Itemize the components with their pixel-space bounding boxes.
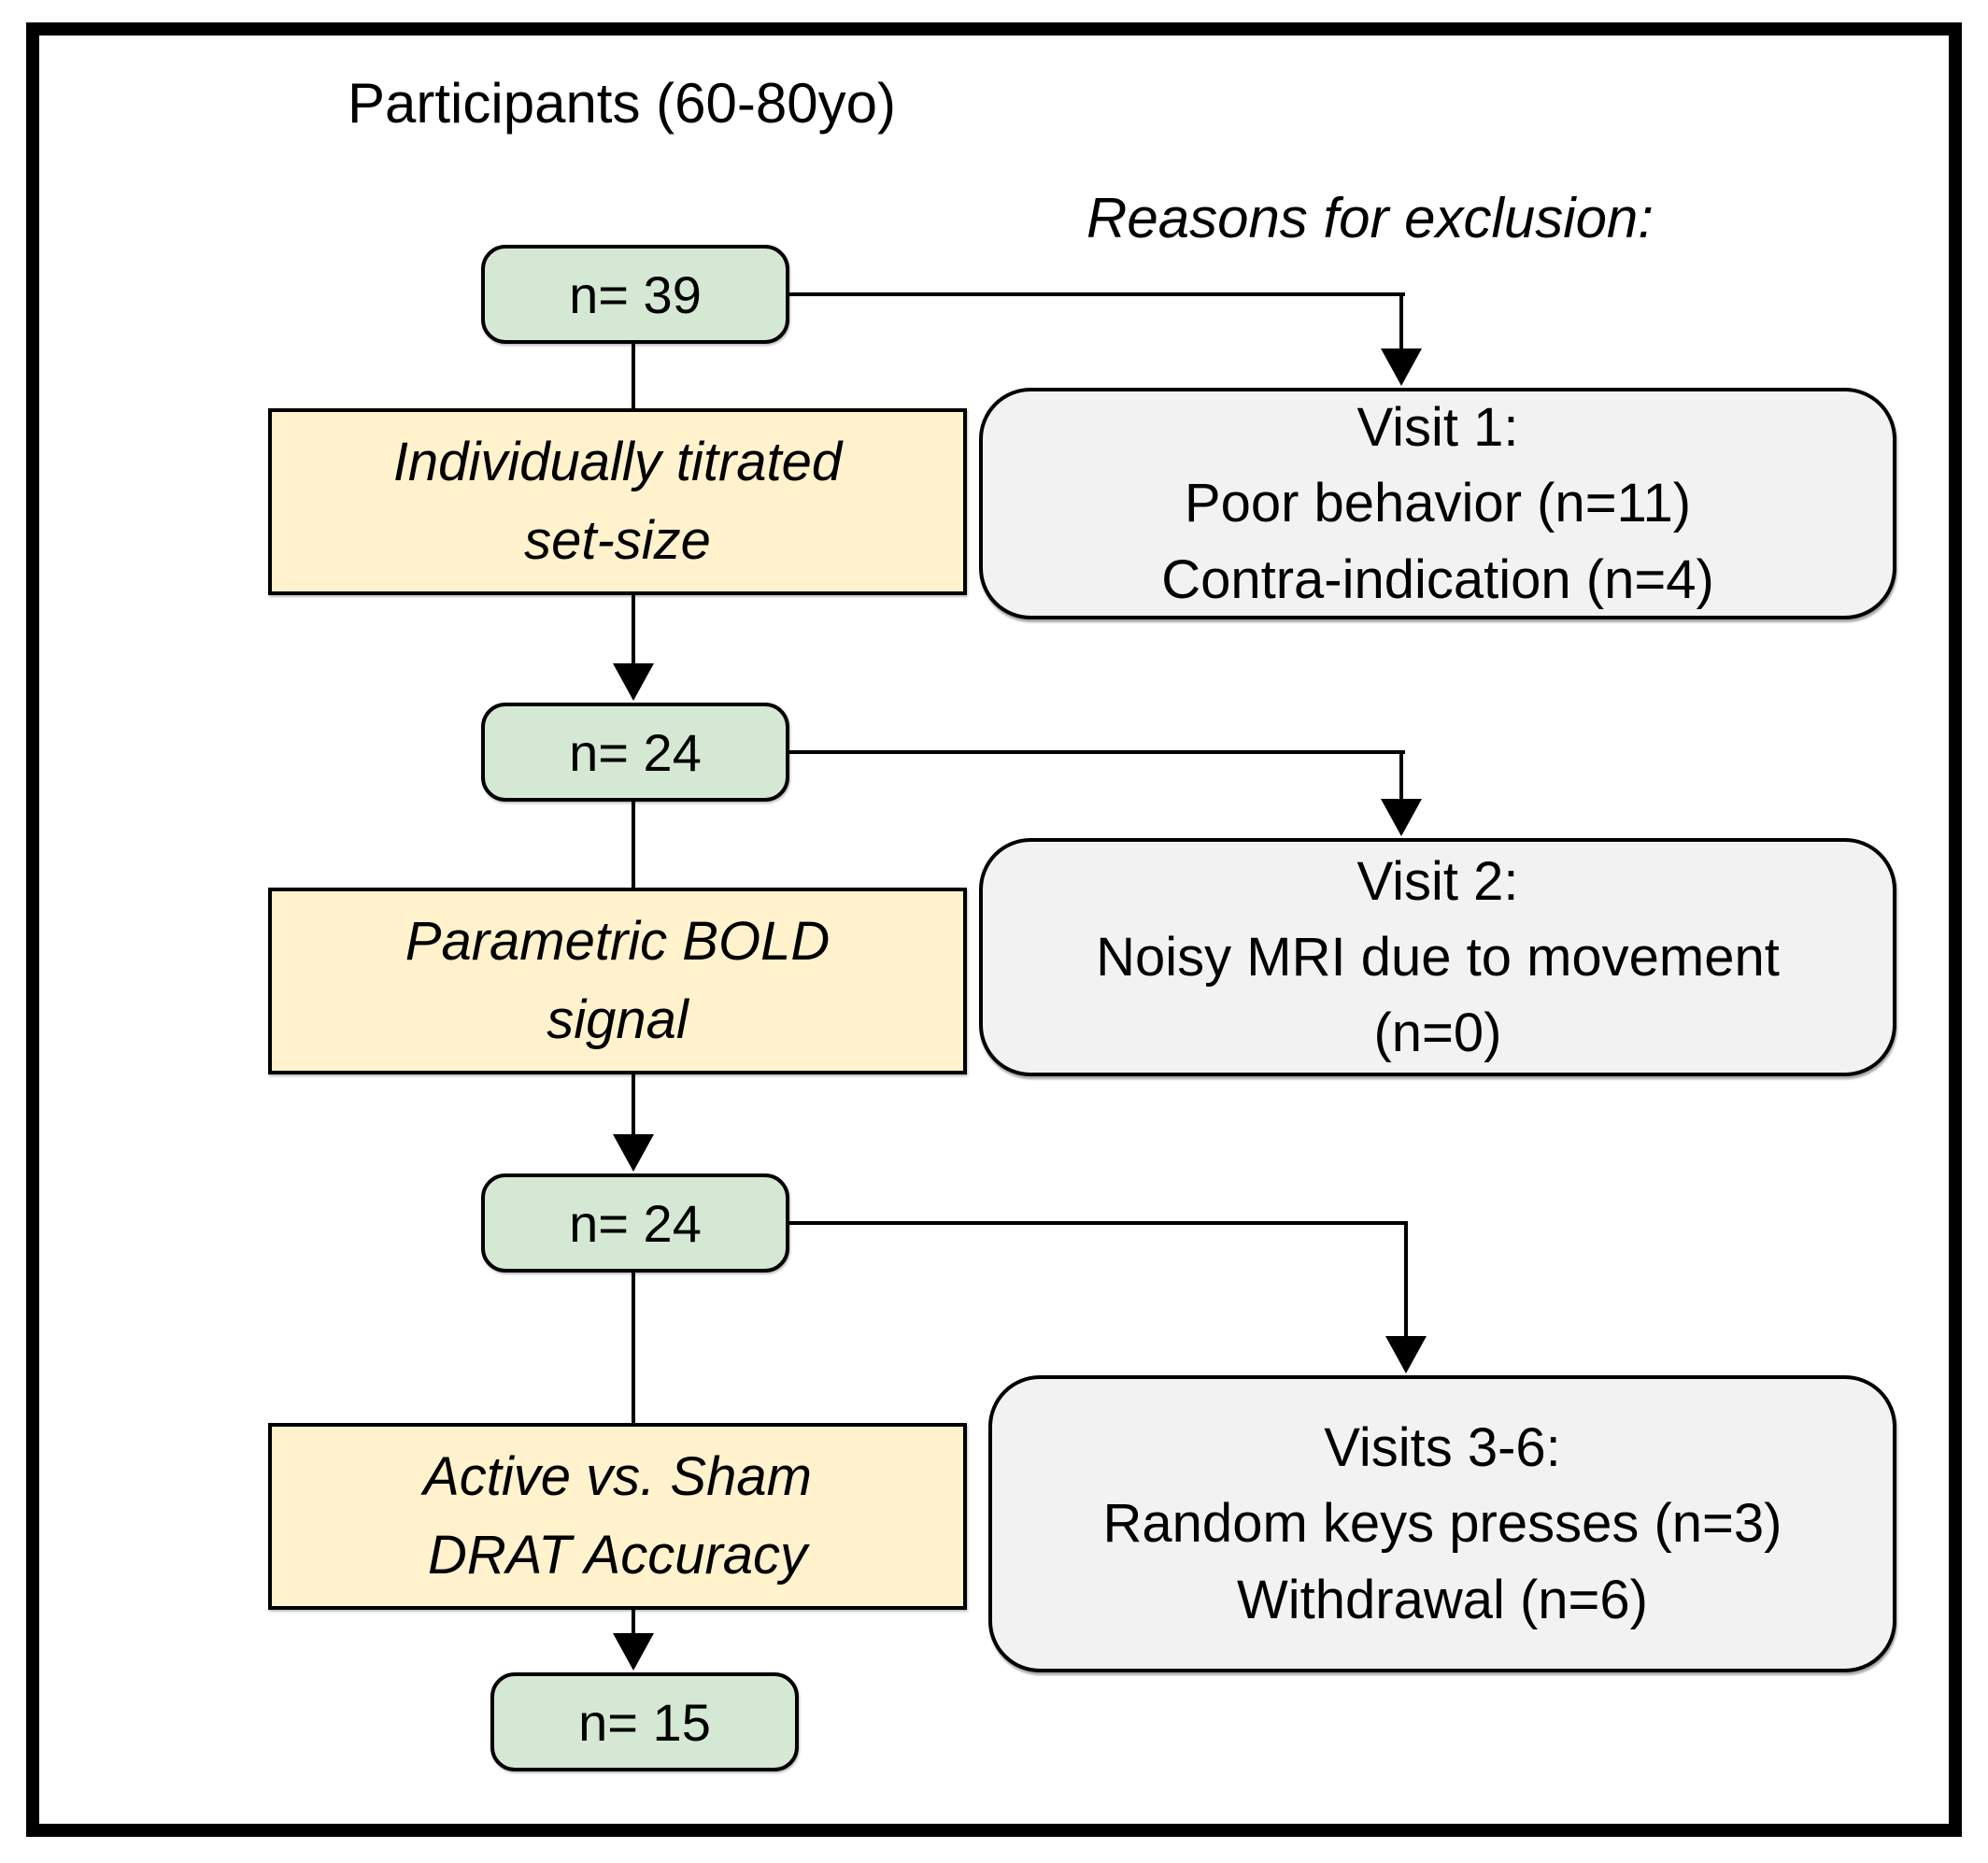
count-node-label: n= 39: [569, 264, 702, 324]
connector-n39-to-exclusion1-horizontal: [789, 292, 1405, 296]
connector-n24-to-exclusion3-horizontal: [789, 1221, 1408, 1225]
step-node-label: Individually titrated set-size: [392, 431, 843, 571]
connector-step1-to-n24: [632, 595, 635, 667]
exclusion-node-visit1: Visit 1: Poor behavior (n=11) Contra-ind…: [979, 388, 1896, 619]
exclusion-section-title: Reasons for exclusion:: [1086, 187, 1654, 249]
arrowhead-down-icon: [613, 1633, 654, 1671]
arrowhead-down-icon: [1381, 799, 1422, 836]
count-node-label: n= 15: [578, 1692, 711, 1752]
connector-n24-to-exclusion2-horizontal: [789, 750, 1405, 754]
arrowhead-down-icon: [1385, 1336, 1427, 1373]
outer-border-frame: [26, 22, 1962, 1837]
connector-step3-to-n15: [632, 1610, 635, 1637]
connector-n39-to-exclusion1-vertical: [1399, 292, 1403, 352]
count-node-n24-after-visit1: n= 24: [481, 703, 789, 802]
arrowhead-down-icon: [613, 1134, 654, 1172]
count-node-n15-final: n= 15: [490, 1672, 799, 1771]
arrowhead-down-icon: [613, 663, 654, 701]
step-node-active-vs-sham: Active vs. Sham DRAT Accuracy: [268, 1423, 967, 1610]
count-node-label: n= 24: [569, 722, 702, 782]
step-node-titrated-set-size: Individually titrated set-size: [268, 408, 967, 595]
exclusion-node-visit2: Visit 2: Noisy MRI due to movement (n=0): [979, 838, 1896, 1076]
exclusion-node-label: Visit 2: Noisy MRI due to movement (n=0): [1096, 850, 1780, 1064]
page-title: Participants (60-80yo): [348, 72, 896, 135]
connector-n24-to-step3: [632, 1273, 635, 1423]
arrowhead-down-icon: [1381, 348, 1422, 386]
step-node-label: Active vs. Sham DRAT Accuracy: [423, 1445, 812, 1586]
count-node-label: n= 24: [569, 1193, 702, 1253]
step-node-parametric-bold: Parametric BOLD signal: [268, 888, 967, 1074]
exclusion-node-label: Visits 3-6: Random keys presses (n=3) Wi…: [1102, 1417, 1782, 1630]
connector-n24-to-exclusion3-vertical: [1404, 1221, 1408, 1340]
count-node-n24-after-visit2: n= 24: [481, 1173, 789, 1273]
connector-n24-to-exclusion2-vertical: [1399, 750, 1403, 803]
exclusion-node-label: Visit 1: Poor behavior (n=11) Contra-ind…: [1161, 397, 1714, 610]
connector-step2-to-n24: [632, 1074, 635, 1138]
step-node-label: Parametric BOLD signal: [405, 910, 831, 1050]
connector-n24-to-step2: [632, 802, 635, 888]
count-node-n39: n= 39: [481, 245, 789, 344]
exclusion-node-visits3-6: Visits 3-6: Random keys presses (n=3) Wi…: [988, 1375, 1896, 1672]
connector-n39-to-step1: [632, 344, 635, 408]
